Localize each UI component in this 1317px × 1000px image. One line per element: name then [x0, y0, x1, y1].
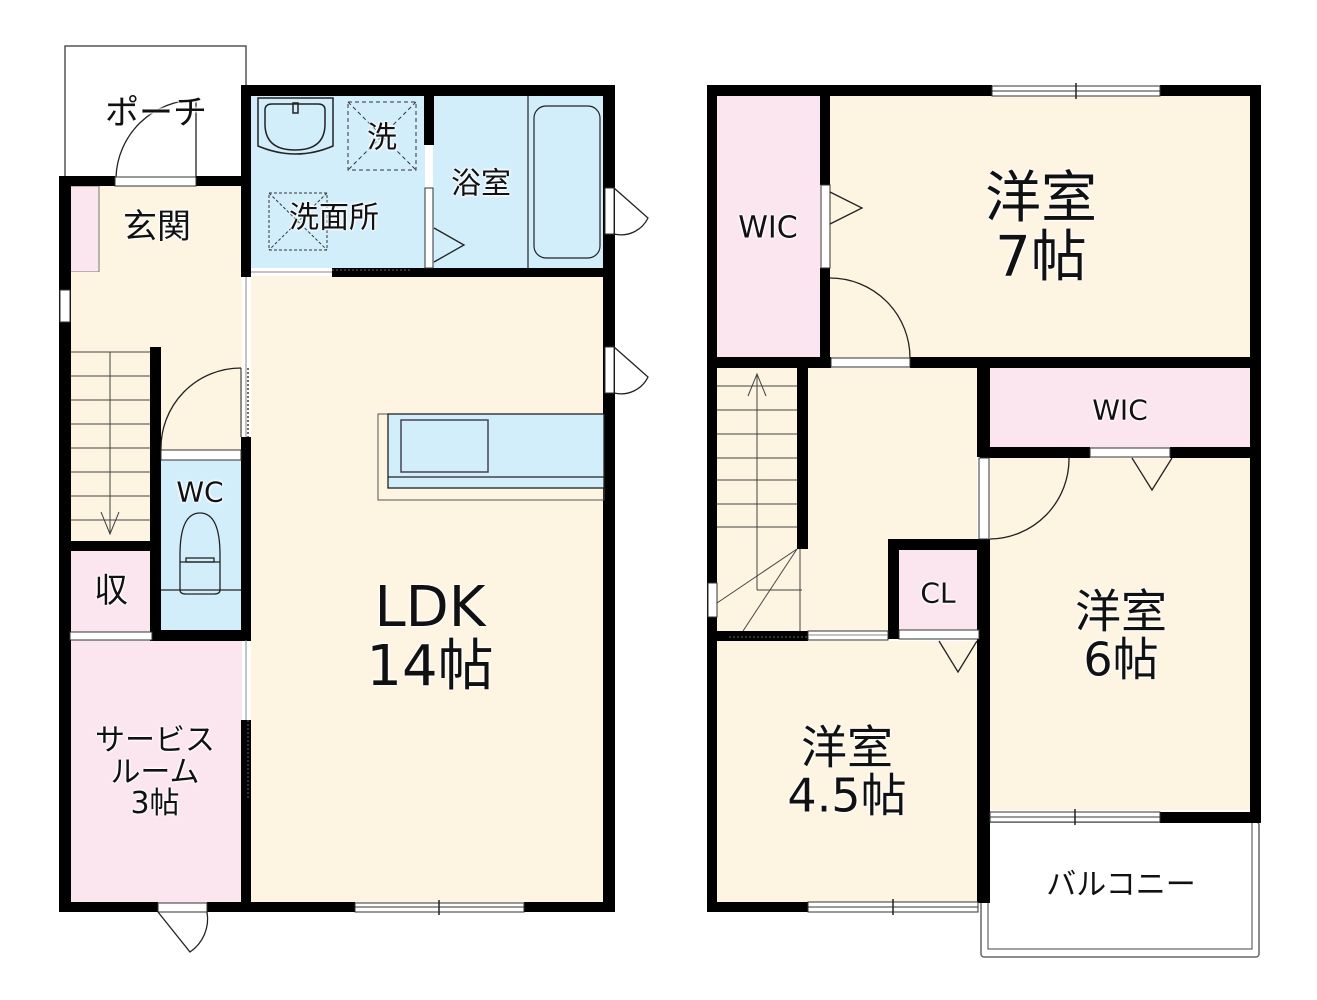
wash-storage-icon: [268, 192, 328, 251]
bedroom-7-label: 洋室 7帖: [985, 166, 1097, 290]
hall-window-frame: [59, 289, 71, 323]
washer-spot-icon: [347, 101, 417, 171]
bedroom-45-label: 洋室 4.5帖: [787, 720, 907, 823]
toilet-icon: [161, 512, 241, 595]
bed7-door-frame: [830, 357, 911, 368]
bedroom-45-line2: 4.5帖: [787, 769, 907, 823]
bed6-door-swing: [989, 457, 1070, 540]
service-room-line2: ルーム: [110, 754, 200, 790]
ldk-line1: LDK: [374, 575, 486, 641]
bedroom-6-floor: [990, 458, 1250, 810]
porch-area: [64, 45, 247, 183]
hall-window-frame-2: [707, 582, 718, 618]
wc-label: WC: [176, 475, 224, 509]
sink-icon: [257, 97, 334, 155]
bedroom-6-label: 洋室 6帖: [1075, 584, 1167, 687]
wic-right-floor: [990, 368, 1250, 448]
closet-door-swing: [938, 640, 978, 674]
bed7-door-swing: [829, 277, 911, 359]
storage-floor: [70, 550, 152, 632]
floor-1: [59, 45, 649, 953]
bathtub-icon: [527, 96, 601, 268]
bedroom-7-line2: 7帖: [995, 225, 1087, 290]
wic-right-door-frame: [1089, 447, 1171, 458]
closet-door-frame: [898, 629, 980, 640]
floor-2: [707, 83, 1261, 958]
bedroom-7-floor: [830, 96, 1250, 358]
bath-door-swing: [433, 227, 466, 263]
stairs-floor2: [716, 372, 802, 632]
bathroom-label: 浴室: [451, 166, 511, 202]
service-room-label: サービス ルーム 3帖: [95, 725, 215, 820]
ldk-floor: [251, 276, 604, 903]
wic-right-label: WIC: [1092, 393, 1148, 427]
bedroom-6-line2: 6帖: [1083, 633, 1159, 687]
ldk-label: LDK 14帖: [366, 575, 494, 699]
wic-left-label: WIC: [738, 210, 798, 246]
washer-label: 洗: [367, 120, 397, 156]
bedroom-45-line1: 洋室: [801, 720, 893, 775]
stairs-floor1: [71, 351, 150, 536]
bathroom-floor: [433, 96, 603, 268]
wc-door-swing: [160, 367, 242, 451]
closet-label: CL: [920, 576, 956, 610]
service-door-frame: [157, 902, 208, 913]
bath-door-frame: [424, 187, 434, 269]
walls-floor2: [707, 85, 1261, 912]
kitchen-counter: [377, 413, 605, 501]
entrance-door-swing: [115, 99, 197, 178]
bedroom-7-line1: 洋室: [985, 166, 1097, 232]
balcony-label: バルコニー: [1046, 867, 1196, 903]
wic-left-door-frame: [820, 184, 831, 269]
walls-floor1: [59, 85, 615, 912]
porch-label: ポーチ: [105, 93, 207, 134]
service-door-swing: [157, 911, 209, 953]
wic-left-floor: [717, 96, 820, 358]
ldk-line2: 14帖: [366, 634, 494, 699]
storage-door-frame: [69, 631, 153, 641]
washroom-label: 洗面所: [289, 200, 379, 236]
bedroom-45-floor: [717, 641, 979, 903]
wic-right-door-swing: [1131, 457, 1173, 492]
bedroom-6-line1: 洋室: [1075, 584, 1167, 639]
bed6-door-frame: [978, 457, 990, 540]
wc-floor: [161, 460, 241, 630]
closet-floor: [899, 550, 979, 630]
kitchen-sink-icon: [400, 419, 489, 473]
storage-label: 収: [94, 571, 128, 612]
wc-door-frame: [160, 449, 242, 461]
entrance-label: 玄関: [123, 207, 191, 248]
wic-left-door-swing: [829, 191, 864, 225]
entrance-shoe-storage: [69, 185, 100, 273]
bath-window-frame: [604, 187, 615, 235]
service-room-line1: サービス: [95, 722, 215, 758]
service-room-line3: 3帖: [130, 785, 180, 821]
ldk-side-door-frame: [604, 346, 615, 394]
entrance-door-frame: [114, 176, 197, 187]
service-room-floor: [70, 640, 242, 903]
